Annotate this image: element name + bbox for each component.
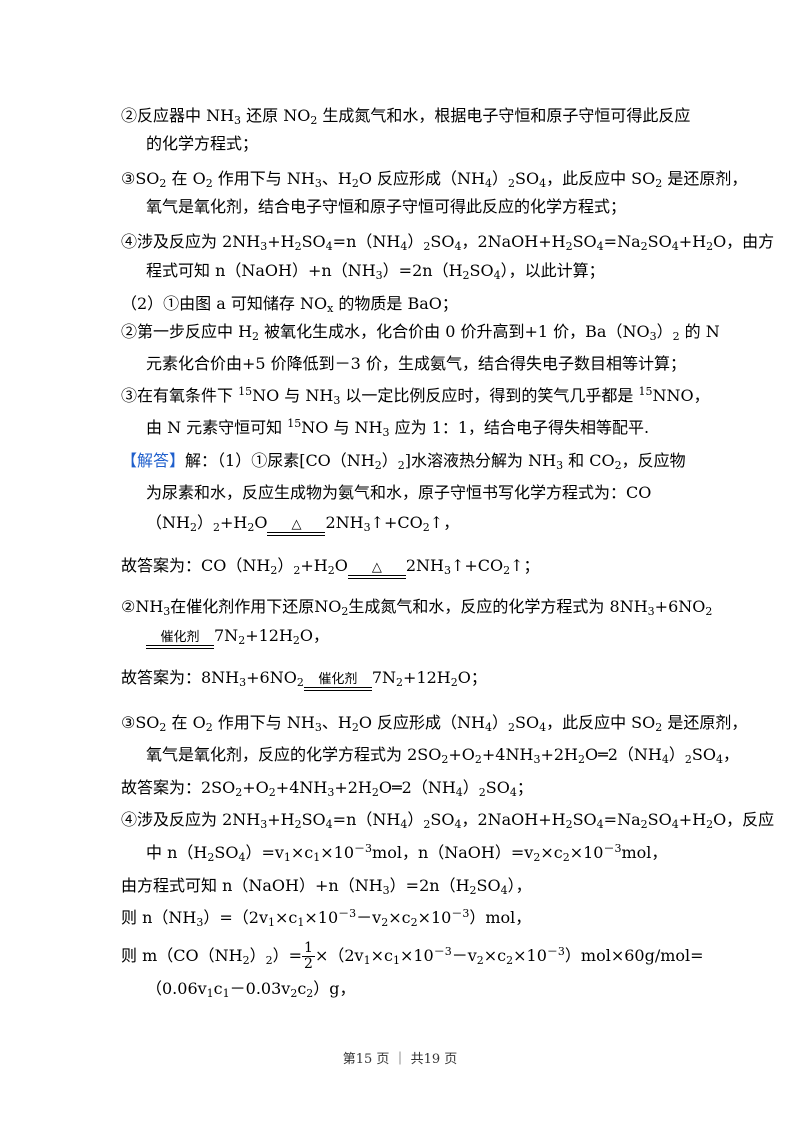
- text-line: 程式可知 n（NaOH）+n（NH3）=2n（H2SO4），以此计算；: [146, 261, 605, 282]
- text-line: ③SO2 在 O2 作用下与 NH3、H2O 反应形成（NH4）2SO4，此反应…: [121, 169, 748, 190]
- text-line: 为尿素和水，反应生成物为氨气和水，原子守恒书写化学方程式为：CO: [146, 483, 652, 502]
- text-line: 由方程式可知 n（NaOH）+n（NH3）=2n（H2SO4），: [121, 876, 532, 897]
- text-line: ④涉及反应为 2NH3+H2SO4=n（NH4）2SO4，2NaOH+H2SO4…: [121, 810, 775, 831]
- page-footer: 第15 页 ｜ 共19 页: [342, 1052, 458, 1067]
- text-line: 的化学方程式；: [146, 134, 259, 153]
- text-line: 【解答】解：（1）①尿素[CO（NH2）2]水溶液热分解为 NH3 和 CO2，…: [121, 451, 686, 472]
- text-line: 故答案为：CO（NH2）2+H2O△2NH3↑+CO2↑；: [121, 556, 540, 579]
- text-line: ③SO2 在 O2 作用下与 NH3、H2O 反应形成（NH4）2SO4，此反应…: [121, 713, 748, 734]
- text-line: 故答案为：2SO2+O2+4NH3+2H2O═2（NH4）2SO4；: [121, 778, 533, 799]
- text-line: 氧气是氧化剂，反应的化学方程式为 2SO2+O2+4NH3+2H2O═2（NH4…: [146, 745, 739, 766]
- text-line: （0.06v1c1－0.03v2c2）g，: [146, 979, 356, 1000]
- text-line: （2）①由图 a 可知储存 NOx 的物质是 BaO；: [121, 294, 458, 315]
- text-line: （NH2）2+H2O△2NH3↑+CO2↑，: [146, 513, 460, 536]
- text-line: ②反应器中 NH3 还原 NO2 生成氮气和水，根据电子守恒和原子守恒可得此反应: [121, 106, 691, 127]
- text-line: 则 n（NH3）=（2v1×c1×10－3－v2×c2×10－3）mol，: [121, 907, 532, 929]
- text-line: 元素化合价由+5 价降低到－3 价，生成氨气，结合得失电子数目相等计算；: [146, 354, 686, 373]
- text-line: ③在有氧条件下 15NO 与 NH3 以一定比例反应时，得到的笑气几乎都是 15…: [121, 385, 710, 407]
- text-line: ④涉及反应为 2NH3+H2SO4=n（NH4）2SO4，2NaOH+H2SO4…: [121, 232, 775, 253]
- text-line: 中 n（H2SO4）=v1×c1×10－3mol，n（NaOH）=v2×c2×1…: [146, 842, 668, 864]
- text-line: 氧气是氧化剂，结合电子守恒和原子守恒可得此反应的化学方程式；: [146, 197, 627, 216]
- text-line: ②NH3在催化剂作用下还原NO2生成氮气和水，反应的化学方程式为 8NH3+6N…: [121, 597, 713, 618]
- text-line: 由 N 元素守恒可知 15NO 与 NH3 应为 1：1，结合电子得失相等配平.: [146, 417, 650, 439]
- text-line: ②第一步反应中 H2 被氧化生成水，化合价由 0 价升高到+1 价，Ba（NO3…: [121, 322, 720, 343]
